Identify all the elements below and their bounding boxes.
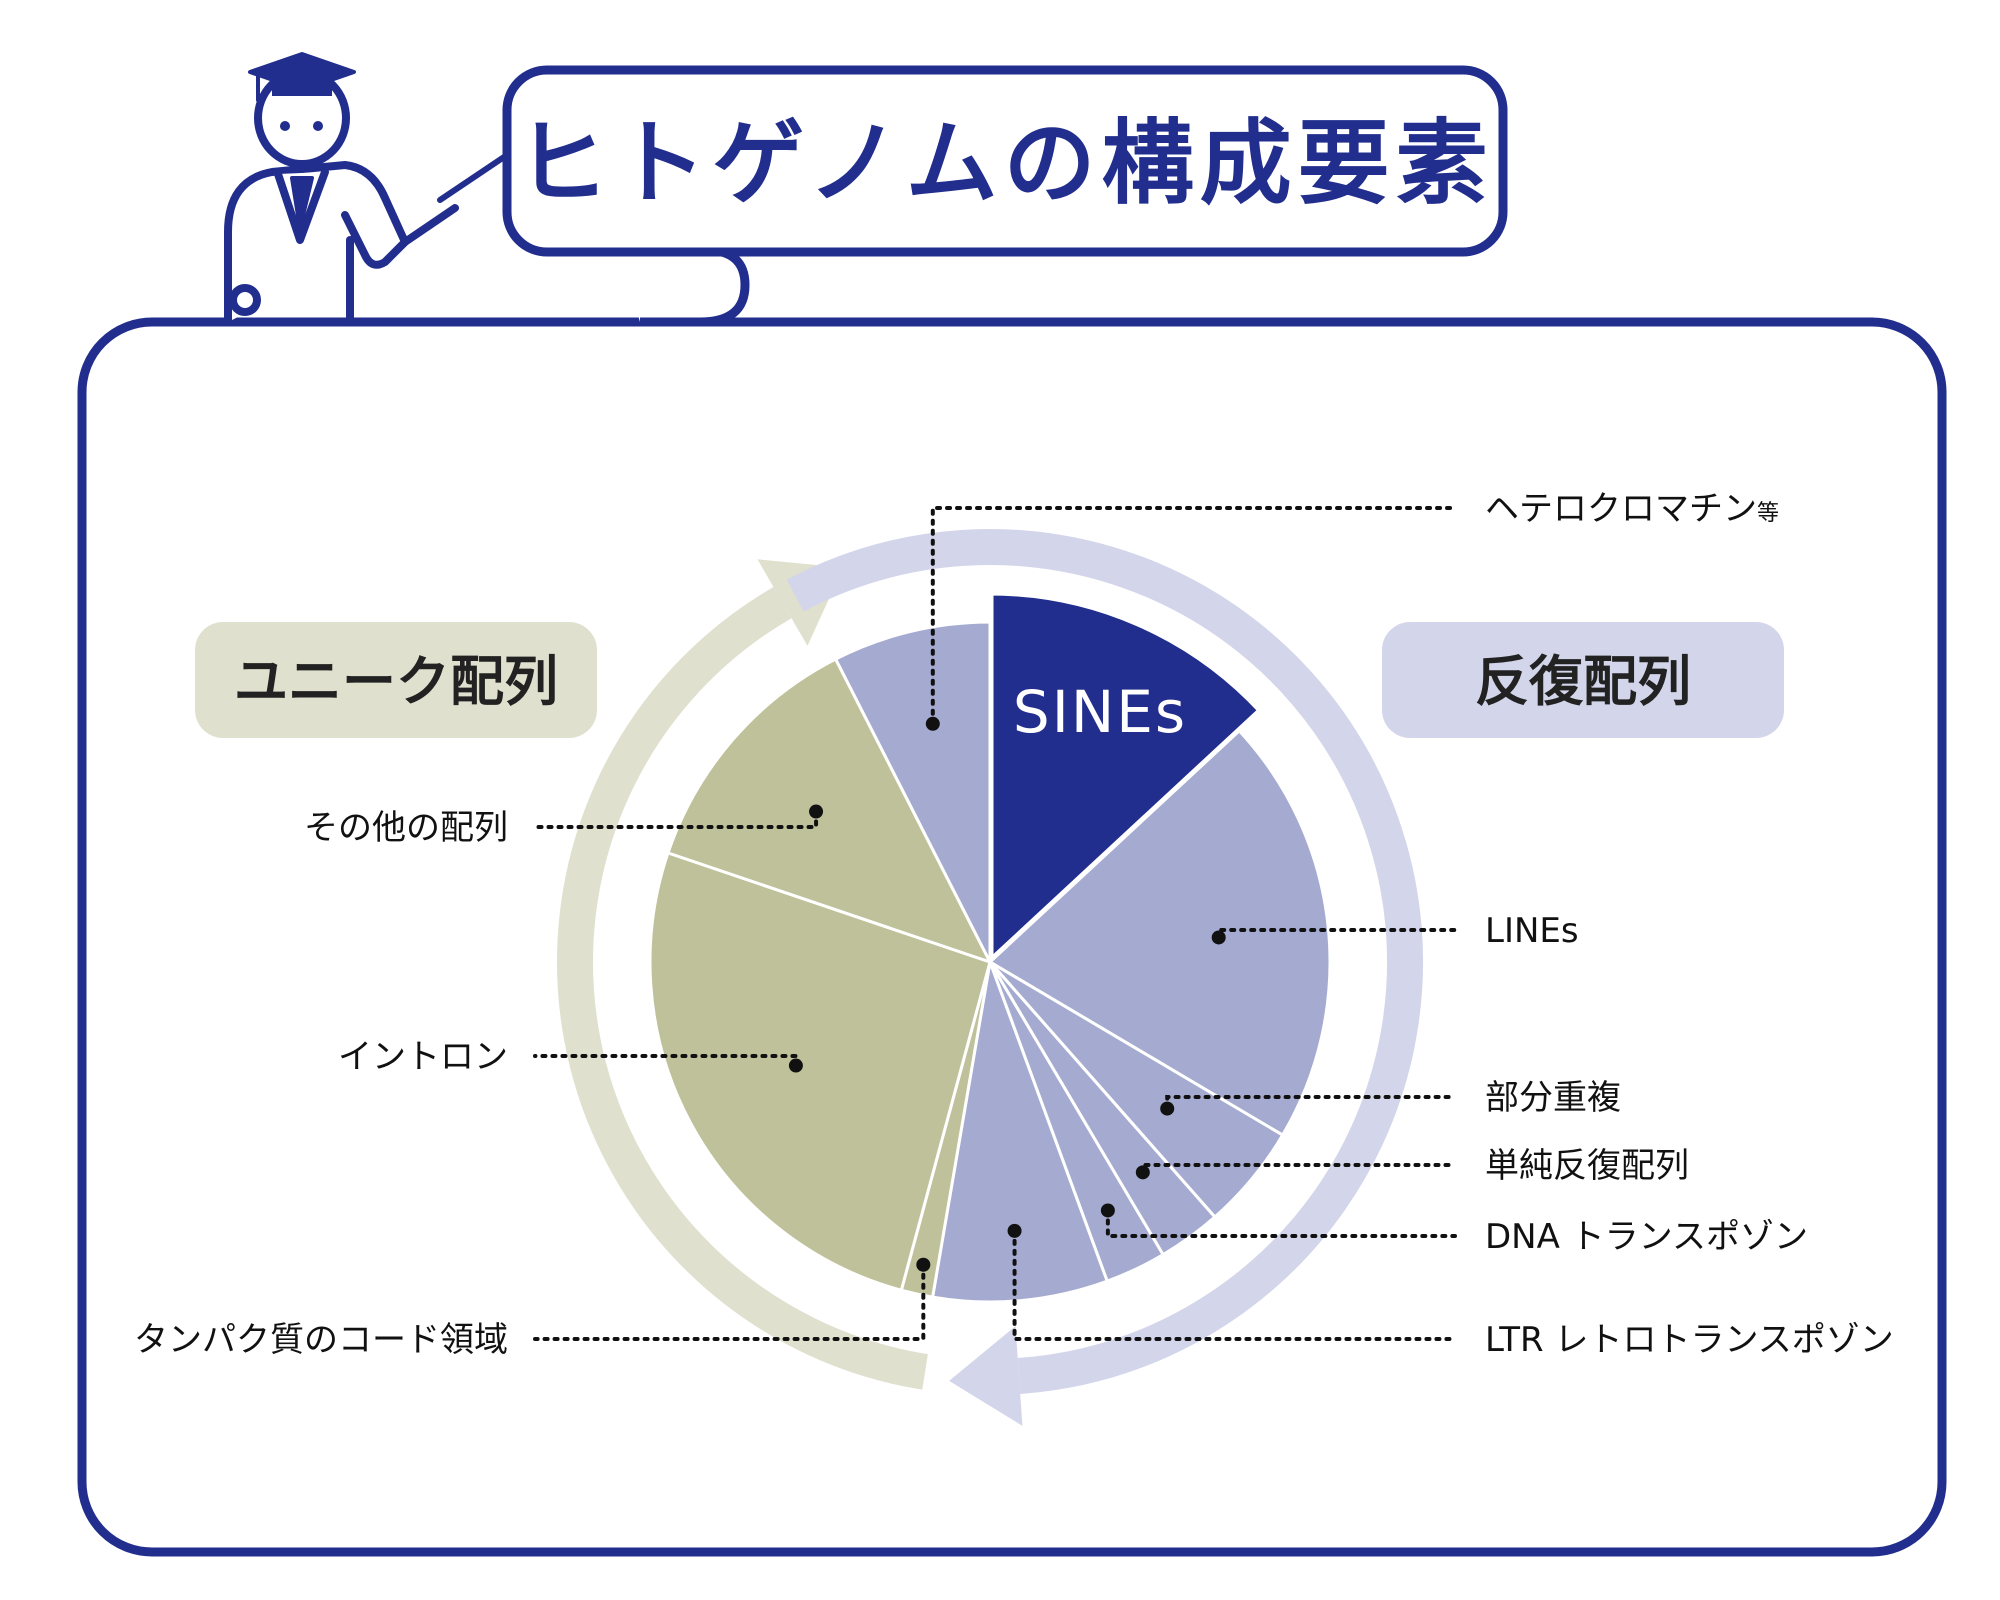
- callout-dot: [1160, 1101, 1175, 1116]
- mascot-pointer: [437, 152, 510, 203]
- mascot-hand: [229, 284, 261, 316]
- pie-slice-7: [648, 851, 992, 1292]
- group-arrows: [557, 529, 1423, 1426]
- repeat-group-arrow: [786, 529, 1423, 1394]
- callout-4: DNA トランスポゾン: [1100, 1203, 1808, 1257]
- mascot-tie: [290, 176, 314, 230]
- unique-label-box: [195, 622, 597, 738]
- callout-8: タンパク質のコード領域: [134, 1257, 931, 1360]
- callout-leader-line: [1105, 1208, 1457, 1238]
- callout-dot: [916, 1257, 931, 1272]
- callout-label: タンパク質のコード領域: [134, 1320, 508, 1360]
- callout-dot: [1135, 1165, 1150, 1180]
- callout-dot: [925, 716, 940, 731]
- repeat-group-label: 反復配列: [1382, 622, 1784, 738]
- callout-leader-line: [533, 809, 819, 829]
- callout-label: 単純反復配列: [1485, 1146, 1689, 1186]
- mascot-eye-right: [313, 121, 323, 131]
- callout-1: LINEs: [1211, 911, 1579, 951]
- callout-dot: [809, 804, 824, 819]
- callout-label: LINEs: [1485, 911, 1579, 951]
- sines-inner-label: SINEs: [1013, 678, 1187, 746]
- professor-mascot: [224, 52, 510, 326]
- pie-slice-1: [988, 729, 1332, 1137]
- page-title: ヒトゲノムの構成要素: [516, 110, 1493, 217]
- unique-label-text: ユニーク配列: [234, 650, 558, 713]
- mascot-arm: [341, 211, 409, 269]
- pie-slice-0: [986, 588, 1265, 966]
- title-bubble: ヒトゲノムの構成要素: [502, 65, 1508, 327]
- callout-label: イントロン: [338, 1037, 508, 1077]
- callout-label: LTR レトロトランスポゾン: [1485, 1320, 1894, 1360]
- repeat-label-box: [1382, 622, 1784, 738]
- callout-dot: [1100, 1203, 1115, 1218]
- callout-dot: [1007, 1223, 1022, 1238]
- bubble-box: [502, 65, 1508, 257]
- callout-leader-line: [930, 506, 1457, 726]
- callout-dot: [788, 1058, 803, 1073]
- repeat-arrowhead-icon: [949, 1326, 1023, 1426]
- callout-6: その他の配列: [304, 804, 824, 848]
- pie-slice-8: [666, 657, 992, 964]
- pie-slice-9: [834, 620, 992, 964]
- unique-group-arrow: [557, 587, 928, 1390]
- callout-0: ヘテロクロマチン等: [925, 489, 1779, 731]
- callout-5: LTR レトロトランスポゾン: [1007, 1223, 1894, 1360]
- callout-label: ヘテロクロマチン等: [1485, 489, 1779, 529]
- callout-label: その他の配列: [304, 808, 508, 848]
- callout-3: 単純反復配列: [1135, 1146, 1689, 1186]
- callout-label: DNA トランスポゾン: [1485, 1217, 1808, 1257]
- pie-chart: [648, 588, 1332, 1304]
- callout-leader-line: [533, 1262, 926, 1341]
- callout-label-suffix: 等: [1757, 501, 1779, 526]
- callout-7: イントロン: [338, 1037, 803, 1077]
- callout-dot: [1211, 930, 1226, 945]
- bubble-tail: [620, 245, 750, 327]
- repeat-label-text: 反復配列: [1475, 650, 1691, 713]
- callout-label: 部分重複: [1485, 1078, 1621, 1118]
- unique-group-label: ユニーク配列: [195, 622, 597, 738]
- mascot-eye-left: [280, 121, 290, 131]
- mascot-body: [224, 161, 459, 326]
- mortarboard-cap: [272, 76, 332, 96]
- callout-2: 部分重複: [1160, 1078, 1621, 1118]
- callout-leader-line: [1012, 1228, 1457, 1341]
